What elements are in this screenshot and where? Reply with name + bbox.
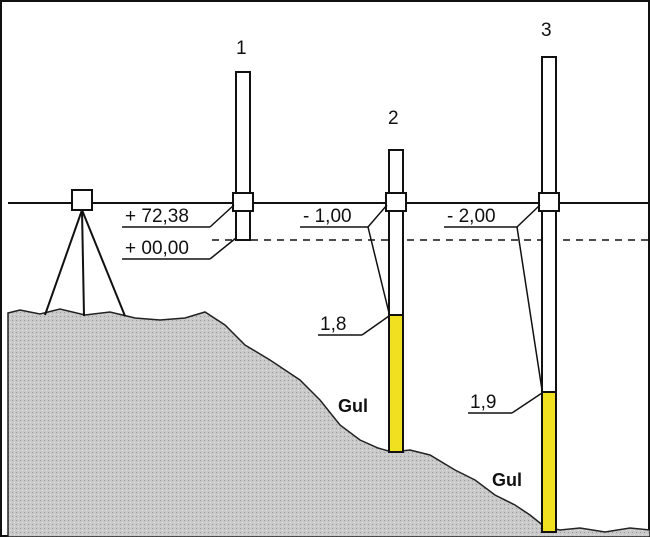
staff-3-upper-label: - 2,00 [447, 206, 496, 227]
staff-2-zone-label: Gul [338, 396, 368, 416]
staff-2-clamp [385, 192, 407, 212]
staff-3-zone-label: Gul [492, 470, 522, 490]
staff-2-lower-label: 1,8 [320, 314, 346, 335]
staff-3-clamp [538, 192, 560, 212]
staff-1-lower-label: + 00,00 [125, 238, 189, 259]
staff-1-upper-label: + 72,38 [125, 206, 189, 227]
staff-2-yellow-section [388, 314, 404, 453]
staff-1: 1 + 72,38 + 00,00 [122, 38, 254, 260]
staff-1-number: 1 [236, 38, 247, 59]
staff-2-upper-label: - 1,00 [303, 206, 352, 227]
staff-2-number: 2 [388, 108, 399, 129]
level-instrument-icon [71, 189, 93, 211]
staff-3: 3 - 2,00 1,9 Gul [444, 20, 560, 533]
staff-2: 2 - 1,00 1,8 Gul [300, 108, 407, 453]
tripod-instrument [44, 189, 126, 317]
staff-1-clamp [232, 192, 254, 212]
ground-terrain [7, 308, 650, 537]
staff-3-lower-label: 1,9 [470, 392, 496, 413]
staff-3-number: 3 [541, 20, 552, 41]
staff-3-yellow-section [541, 391, 557, 533]
